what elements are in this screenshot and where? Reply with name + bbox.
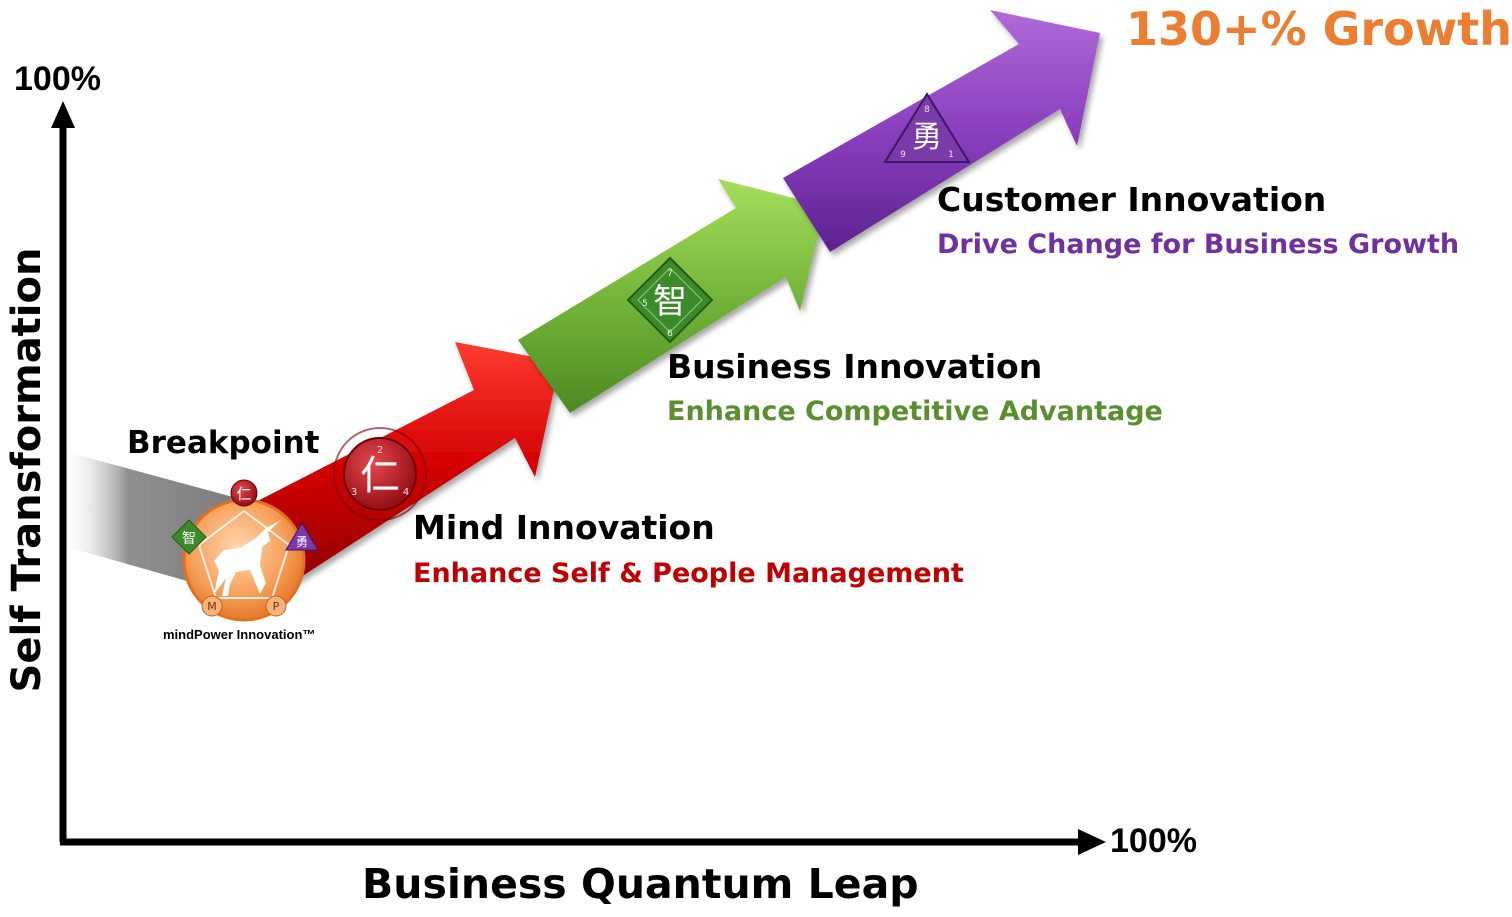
logo-badge-m xyxy=(201,595,223,617)
x-axis-label: Business Quantum Leap xyxy=(362,860,919,908)
y-axis-label: Self Transformation xyxy=(4,248,50,693)
mind-number-left: 3 xyxy=(351,487,357,498)
business-number-left: 5 xyxy=(642,299,648,309)
y-axis-max-label: 100% xyxy=(14,60,101,98)
customer-innovation-badge: 勇 8 9 1 xyxy=(883,92,971,163)
logo-badge-m-letter: M xyxy=(207,600,217,613)
business-innovation-badge: 智 7 5 6 xyxy=(626,256,714,344)
x-axis-max-label: 100% xyxy=(1110,822,1197,860)
customer-number-right: 1 xyxy=(948,150,954,160)
customer-glyph: 勇 xyxy=(912,120,942,155)
logo-caption: mindPower Innovation™ xyxy=(163,627,316,642)
unicorn-icon xyxy=(214,520,281,596)
customer-number-left: 9 xyxy=(900,150,906,160)
customer-innovation-subtitle: Drive Change for Business Growth xyxy=(937,229,1460,260)
mind-innovation-title: Mind Innovation xyxy=(413,508,715,547)
mind-number-right: 4 xyxy=(403,487,409,498)
logo-badge-top xyxy=(230,479,258,507)
logo-badge-right xyxy=(285,522,319,551)
business-innovation-subtitle: Enhance Competitive Advantage xyxy=(667,396,1163,427)
customer-innovation-title: Customer Innovation xyxy=(937,180,1327,219)
customer-number-top: 8 xyxy=(924,105,930,115)
logo-badge-top-glyph: 仁 xyxy=(236,485,251,503)
mind-innovation-subtitle: Enhance Self & People Management xyxy=(413,558,964,589)
business-glyph: 智 xyxy=(653,282,687,322)
logo-badge-left-glyph: 智 xyxy=(182,531,196,547)
y-axis-arrowhead xyxy=(51,101,75,128)
logo-badge-right-glyph: 勇 xyxy=(296,535,308,549)
mind-glyph: 仁 xyxy=(360,453,400,499)
logo-badge-p xyxy=(265,595,287,617)
logo-badge-p-letter: P xyxy=(273,600,280,613)
mind-number-top: 2 xyxy=(377,445,383,456)
logo-badge-left xyxy=(171,519,207,555)
mindpower-logo: 仁 智 勇 M P xyxy=(171,479,319,622)
breakpoint-label: Breakpoint xyxy=(127,425,320,461)
x-axis-arrowhead xyxy=(1078,829,1106,855)
headline: 130+% Growth xyxy=(1126,2,1512,56)
business-number-bottom: 6 xyxy=(667,329,673,339)
mind-innovation-badge: 仁 2 3 4 xyxy=(333,427,427,521)
business-number-top: 7 xyxy=(667,269,673,279)
business-innovation-title: Business Innovation xyxy=(667,347,1043,386)
